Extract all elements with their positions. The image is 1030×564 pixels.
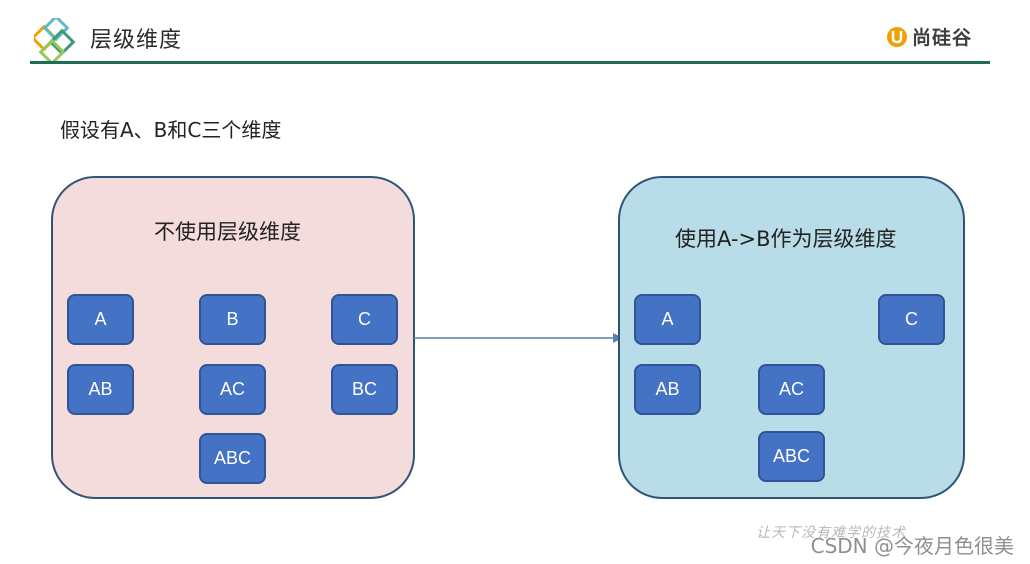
brand-slogan-watermark: 让天下没有难学的技术 [756,525,906,541]
subtitle: 假设有A、B和C三个维度 [60,118,282,142]
dimension-box-bc: BC [331,364,398,415]
left-panel-title: 不使用层级维度 [154,220,301,244]
dimension-box-abc: ABC [758,431,825,482]
dimension-box-ac: AC [758,364,825,415]
page-title: 层级维度 [90,28,183,53]
brand-name: 尚硅谷 [911,27,972,49]
right-panel: 使用A->B作为层级维度 A C AB AC ABC [618,176,965,499]
dimension-box-a: A [634,294,701,345]
right-panel-title: 使用A->B作为层级维度 [675,227,897,251]
u-brand-icon [886,26,907,47]
connector-arrow [414,333,623,343]
dimension-box-b: B [199,294,266,345]
dimension-box-ab: AB [634,364,701,415]
diamond-logo-icon [34,18,76,64]
dimension-box-c: C [331,294,398,345]
brand: 尚硅谷 [886,23,972,50]
dimension-box-abc: ABC [199,433,266,484]
left-panel: 不使用层级维度 A B C AB AC BC ABC [51,176,415,499]
csdn-watermark: CSDN @今夜月色很美 [810,534,1014,558]
dimension-box-ac: AC [199,364,266,415]
dimension-box-ab: AB [67,364,134,415]
dimension-box-a: A [67,294,134,345]
dimension-box-c: C [878,294,945,345]
title-divider [30,61,990,64]
